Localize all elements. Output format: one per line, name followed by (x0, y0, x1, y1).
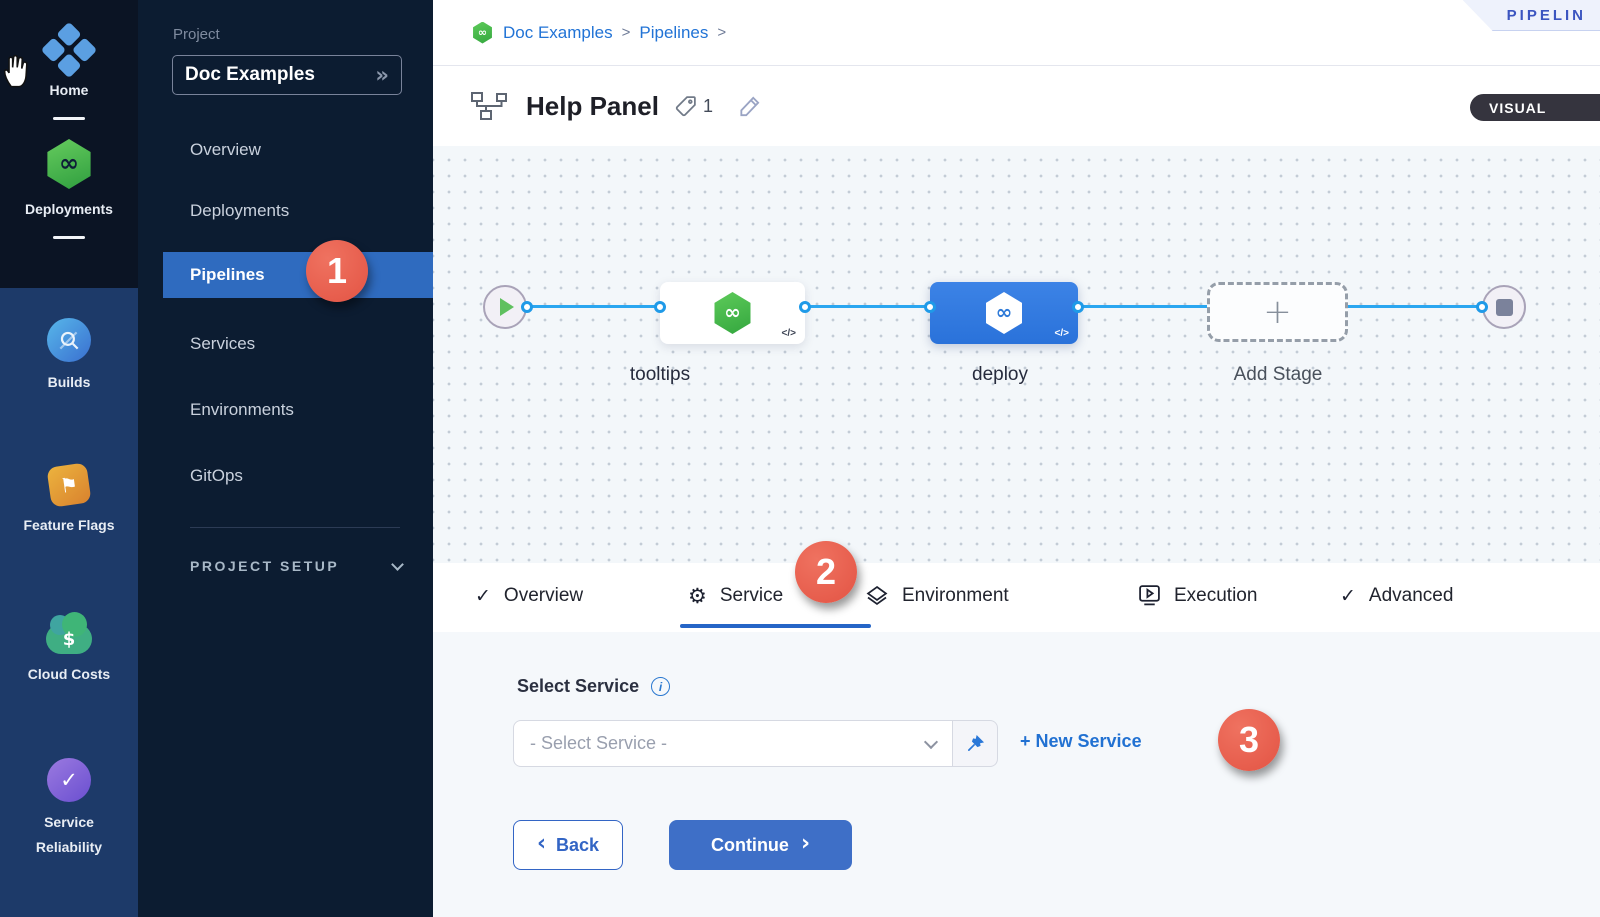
sidebar-divider (190, 527, 400, 528)
add-stage-button[interactable]: + (1207, 282, 1348, 342)
play-icon (500, 298, 514, 316)
pin-service-button[interactable] (953, 720, 998, 767)
module-label: Cloud Costs (27, 666, 111, 682)
project-section-label: Project (173, 26, 220, 43)
stop-icon (1495, 298, 1513, 316)
info-icon[interactable]: i (651, 677, 671, 696)
module-rail-lower-section (0, 288, 138, 917)
breadcrumb-link-pipelines[interactable]: Pipelines (639, 22, 709, 42)
module-service-reliability[interactable]: ✓ Service Reliability (0, 758, 138, 860)
breadcrumb-bar: ∞ Doc Examples > Pipelines > (433, 0, 1600, 66)
annotation-badge-1: 1 (306, 240, 368, 302)
tab-environment[interactable]: Environment (865, 563, 1009, 628)
module-label: Builds (47, 374, 91, 390)
module-deployments[interactable]: ∞ Deployments (0, 139, 138, 239)
module-active-underline (53, 236, 85, 239)
module-cloud-costs[interactable]: $ Cloud Costs (0, 612, 138, 687)
breadcrumb-link-project[interactable]: Doc Examples (503, 22, 613, 42)
stage-label: deploy (972, 364, 1028, 385)
project-sidebar: Project Doc Examples » Overview Deployme… (138, 0, 433, 917)
environment-icon (866, 585, 888, 605)
edit-pencil-icon[interactable] (737, 93, 763, 119)
new-service-link[interactable]: + New Service (1020, 731, 1142, 751)
gear-icon: ⚙ (688, 583, 707, 608)
breadcrumb-separator: > (717, 24, 727, 41)
connector-dot[interactable] (654, 301, 666, 313)
module-label: Service Reliability (35, 814, 103, 855)
tab-advanced[interactable]: ✓ Advanced (1340, 584, 1454, 607)
select-service-placeholder: - Select Service - (530, 733, 668, 753)
sidebar-item-pipelines[interactable]: Pipelines (163, 252, 433, 298)
tab-execution[interactable]: Execution (1138, 563, 1257, 628)
visual-yaml-toggle[interactable]: VISUAL (1470, 94, 1600, 121)
harness-stage-icon: ∞ (986, 292, 1022, 334)
stage-tabs-bar: ✓ Overview ⚙ Service Environment Executi… (433, 563, 1600, 632)
stage-node-deploy[interactable]: ∞ </> (930, 282, 1078, 344)
deployments-icon: ∞ (47, 139, 91, 189)
module-label: Home (49, 82, 89, 98)
add-stage-label: Add Stage (1233, 364, 1323, 385)
tag-count: 1 (702, 95, 713, 116)
pipeline-end-node[interactable] (1482, 285, 1526, 329)
connector-dot[interactable] (1476, 301, 1488, 313)
project-name: Doc Examples (185, 64, 315, 85)
stage-label: tooltips (629, 364, 691, 385)
module-home[interactable]: Home (0, 21, 138, 120)
pipeline-title: Help Panel (526, 90, 659, 121)
connector-dot[interactable] (924, 301, 936, 313)
pipeline-canvas[interactable]: ∞ </> tooltips ∞ </> deploy + Add Stage (433, 146, 1600, 563)
harness-project-icon: ∞ (473, 21, 492, 44)
service-reliability-icon: ✓ (47, 758, 91, 802)
project-selector[interactable]: Doc Examples » (172, 55, 402, 95)
project-setup-toggle[interactable]: PROJECT SETUP (190, 557, 404, 574)
annotation-badge-3: 3 (1218, 709, 1280, 771)
pipeline-title-row: Help Panel 1 (433, 66, 1600, 146)
module-active-underline (53, 117, 85, 120)
check-icon: ✓ (475, 584, 491, 607)
check-icon: ✓ (1340, 584, 1356, 607)
hand-cursor-icon (3, 54, 28, 88)
expand-projects-icon[interactable]: » (375, 63, 389, 87)
pipeline-icon (471, 92, 507, 120)
chevron-down-icon (391, 557, 404, 571)
select-service-dropdown[interactable]: - Select Service - (513, 720, 953, 767)
code-icon: </> (1054, 328, 1069, 339)
home-icon (40, 21, 98, 79)
breadcrumb: Doc Examples > Pipelines > (503, 23, 726, 43)
module-label: Feature Flags (23, 517, 115, 533)
module-feature-flags[interactable]: ⚑ Feature Flags (0, 462, 138, 538)
module-label: Deployments (25, 201, 113, 217)
breadcrumb-separator: > (621, 24, 631, 41)
feature-flags-icon: ⚑ (46, 462, 92, 508)
sidebar-item-gitops[interactable]: GitOps (190, 466, 243, 485)
annotation-badge-2: 2 (795, 541, 857, 603)
sidebar-item-deployments[interactable]: Deployments (190, 201, 290, 220)
project-setup-label: PROJECT SETUP (190, 558, 340, 574)
connector-dot[interactable] (799, 301, 811, 313)
module-builds[interactable]: Builds (0, 318, 138, 395)
back-button[interactable]: ‹ Back (513, 820, 623, 870)
chevron-down-icon (923, 734, 939, 749)
builds-icon (47, 318, 91, 362)
sidebar-item-services[interactable]: Services (190, 334, 256, 353)
tag-icon[interactable] (673, 94, 698, 119)
sidebar-item-overview[interactable]: Overview (190, 140, 261, 159)
pushpin-icon (967, 734, 984, 752)
sidebar-item-environments[interactable]: Environments (190, 400, 294, 419)
main-content: ∞ Doc Examples > Pipelines > PIPELIN Hel… (433, 0, 1600, 917)
select-service-label: Select Service (517, 676, 640, 696)
active-tab-indicator (680, 624, 871, 628)
service-config-panel: Select Service i - Select Service - + Ne… (433, 632, 1600, 917)
connector-dot[interactable] (521, 301, 533, 313)
module-rail: Home ∞ Deployments Builds ⚑ Feature Flag… (0, 0, 138, 917)
connector-dot[interactable] (1072, 301, 1084, 313)
tab-overview[interactable]: ✓ Overview (475, 584, 584, 607)
harness-stage-icon: ∞ (714, 292, 751, 334)
execution-icon (1139, 585, 1160, 606)
code-icon: </> (781, 328, 796, 339)
tab-service[interactable]: ⚙ Service (688, 583, 784, 608)
continue-button[interactable]: Continue › (669, 820, 852, 870)
stage-node-tooltips[interactable]: ∞ </> (660, 282, 805, 344)
cloud-costs-icon: $ (46, 612, 92, 654)
